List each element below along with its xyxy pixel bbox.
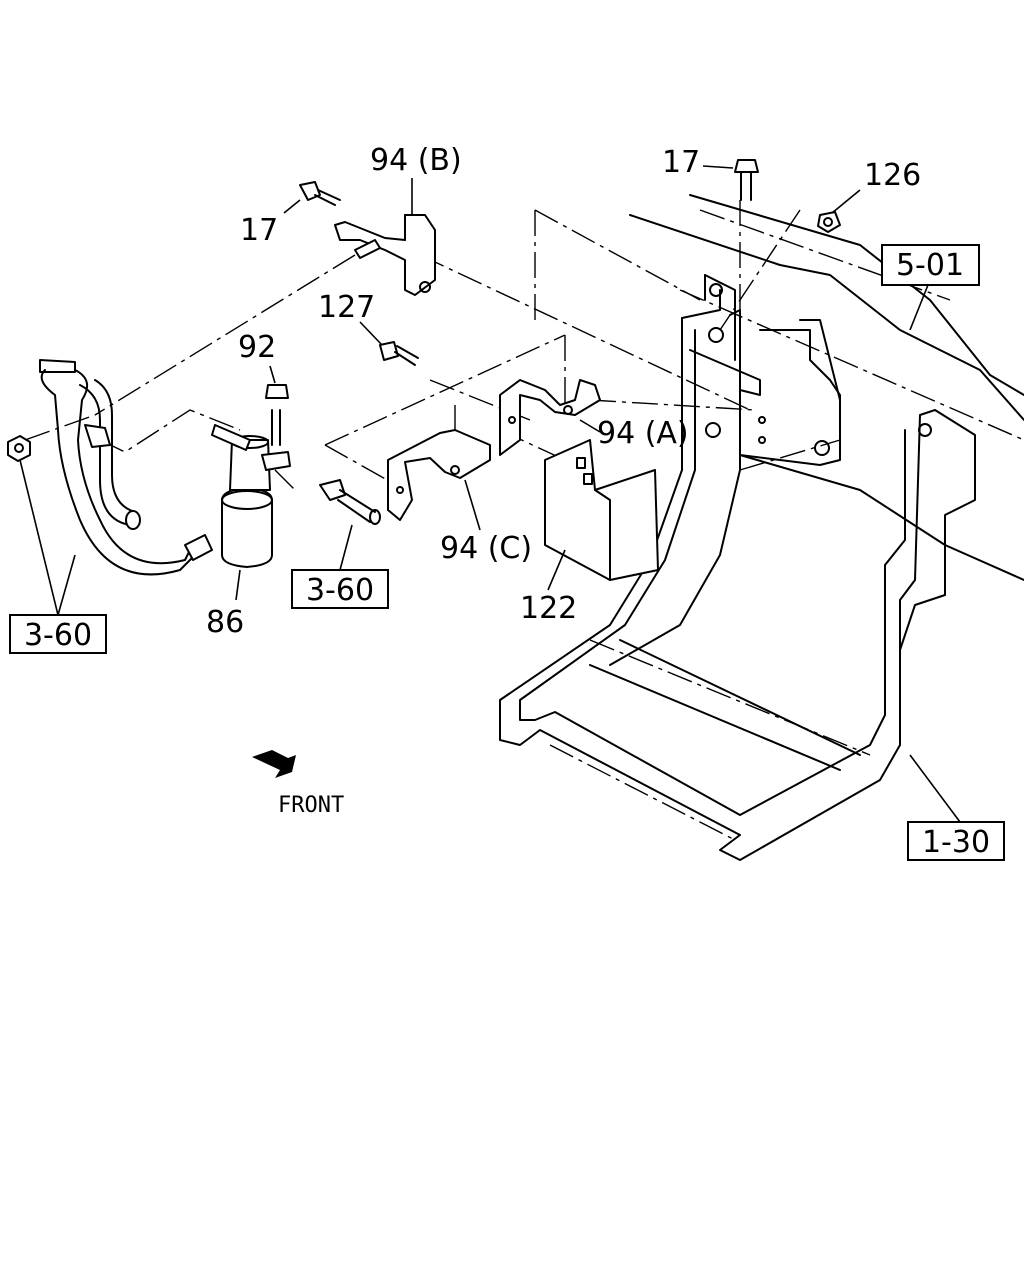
callout-94b: 94 (B) — [370, 143, 462, 178]
leader-lines — [19, 165, 961, 823]
front-label: FRONT — [278, 793, 344, 818]
frame-rail — [629, 194, 1024, 581]
ref-label-1-30: 1-30 — [922, 825, 990, 860]
stud-94b — [354, 239, 381, 259]
phantom-lines — [24, 200, 1024, 841]
cover-122 — [544, 439, 659, 581]
bracket-94b — [334, 214, 436, 296]
callout-126: 126 — [864, 158, 921, 193]
bracket-94c — [387, 429, 491, 521]
callout-86: 86 — [206, 605, 244, 640]
bracket-94a — [499, 379, 601, 456]
bolt-127 — [379, 341, 419, 366]
ref-box-3-60-left: 3-60 — [9, 614, 107, 654]
ref-box-3-60-mid: 3-60 — [291, 569, 389, 609]
callout-94c: 94 (C) — [440, 531, 532, 566]
bolt-17-left — [299, 181, 341, 206]
callout-92: 92 — [238, 330, 276, 365]
callout-122: 122 — [520, 591, 577, 626]
callout-127: 127 — [318, 290, 375, 325]
callout-94a: 94 (A) — [597, 416, 689, 451]
front-arrow-icon — [252, 750, 296, 778]
nut-126 — [817, 211, 841, 233]
hoses — [39, 359, 381, 576]
bolt-17-right — [734, 159, 759, 201]
callouts: 94 (B) 17 17 126 127 92 94 (A) 94 (C) 12… — [206, 143, 921, 640]
ref-box-5-01: 5-01 — [881, 244, 980, 286]
ref-box-1-30: 1-30 — [907, 821, 1005, 861]
step-bracket — [499, 274, 976, 861]
ref-label-3-60-mid: 3-60 — [306, 573, 374, 608]
ref-label-3-60-left: 3-60 — [24, 618, 92, 653]
nut-left — [7, 435, 31, 462]
callout-17-right: 17 — [662, 145, 700, 180]
callout-17-left: 17 — [240, 213, 278, 248]
bolt-92 — [265, 384, 289, 399]
ref-label-5-01: 5-01 — [896, 248, 964, 283]
filter-86 — [211, 409, 291, 568]
